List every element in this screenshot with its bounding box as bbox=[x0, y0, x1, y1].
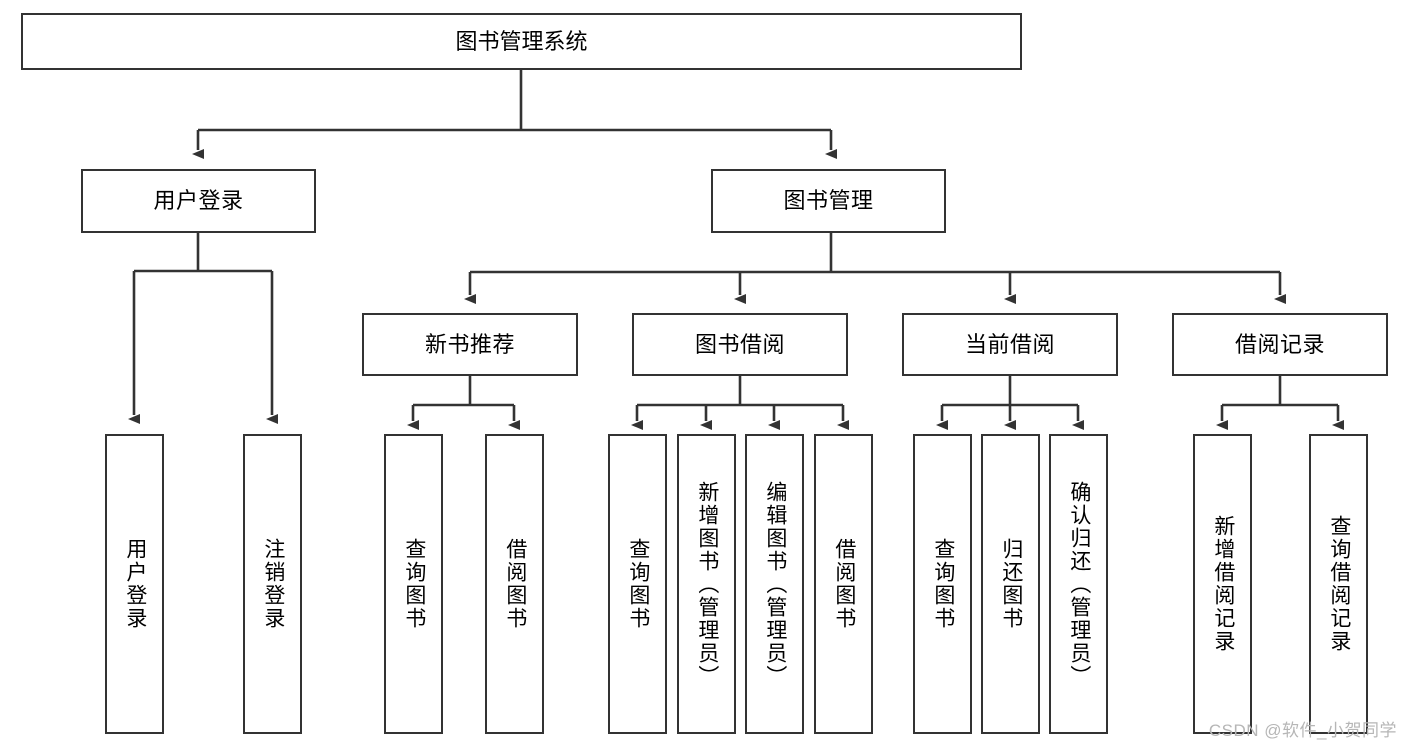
node-label: 借阅图书 bbox=[832, 538, 856, 630]
node-label: 归还图书 bbox=[999, 538, 1023, 630]
node-current-borrow[interactable]: 当前借阅 bbox=[902, 313, 1118, 376]
node-label: 注销登录 bbox=[261, 538, 285, 630]
node-borrow-record[interactable]: 借阅记录 bbox=[1172, 313, 1388, 376]
leaf-logout-login[interactable]: 注销登录 bbox=[243, 434, 302, 734]
node-root-system[interactable]: 图书管理系统 bbox=[21, 13, 1022, 70]
node-label: 图书管理 bbox=[783, 188, 874, 214]
node-label: 编辑图书（管理员） bbox=[763, 480, 787, 688]
node-label: 新书推荐 bbox=[424, 331, 515, 357]
node-label: 当前借阅 bbox=[964, 331, 1055, 357]
node-label: 查询图书 bbox=[402, 538, 426, 630]
leaf-confirm-return-admin[interactable]: 确认归还（管理员） bbox=[1049, 434, 1108, 734]
node-label: 查询图书 bbox=[931, 538, 955, 630]
leaf-query-book-2[interactable]: 查询图书 bbox=[608, 434, 667, 734]
leaf-user-login[interactable]: 用户登录 bbox=[105, 434, 164, 734]
leaf-add-book-admin[interactable]: 新增图书（管理员） bbox=[677, 434, 736, 734]
node-label: 用户登录 bbox=[123, 538, 147, 630]
node-label: 新增借阅记录 bbox=[1211, 515, 1235, 653]
leaf-query-book-1[interactable]: 查询图书 bbox=[384, 434, 443, 734]
node-label: 查询借阅记录 bbox=[1327, 515, 1351, 653]
leaf-borrow-book-2[interactable]: 借阅图书 bbox=[814, 434, 873, 734]
node-label: 图书管理系统 bbox=[455, 28, 588, 54]
node-label: 图书借阅 bbox=[694, 331, 785, 357]
node-label: 确认归还（管理员） bbox=[1067, 480, 1091, 688]
node-label: 查询图书 bbox=[626, 538, 650, 630]
node-book-borrow[interactable]: 图书借阅 bbox=[632, 313, 848, 376]
node-user-login[interactable]: 用户登录 bbox=[81, 169, 316, 233]
leaf-query-borrow-record[interactable]: 查询借阅记录 bbox=[1309, 434, 1368, 734]
node-book-manage[interactable]: 图书管理 bbox=[711, 169, 946, 233]
node-label: 借阅记录 bbox=[1234, 331, 1325, 357]
leaf-add-borrow-record[interactable]: 新增借阅记录 bbox=[1193, 434, 1252, 734]
leaf-edit-book-admin[interactable]: 编辑图书（管理员） bbox=[745, 434, 804, 734]
leaf-return-book[interactable]: 归还图书 bbox=[981, 434, 1040, 734]
node-label: 用户登录 bbox=[153, 188, 244, 214]
node-new-book-recommend[interactable]: 新书推荐 bbox=[362, 313, 578, 376]
node-label: 借阅图书 bbox=[503, 538, 527, 630]
node-label: 新增图书（管理员） bbox=[695, 480, 719, 688]
leaf-borrow-book-1[interactable]: 借阅图书 bbox=[485, 434, 544, 734]
leaf-query-book-3[interactable]: 查询图书 bbox=[913, 434, 972, 734]
